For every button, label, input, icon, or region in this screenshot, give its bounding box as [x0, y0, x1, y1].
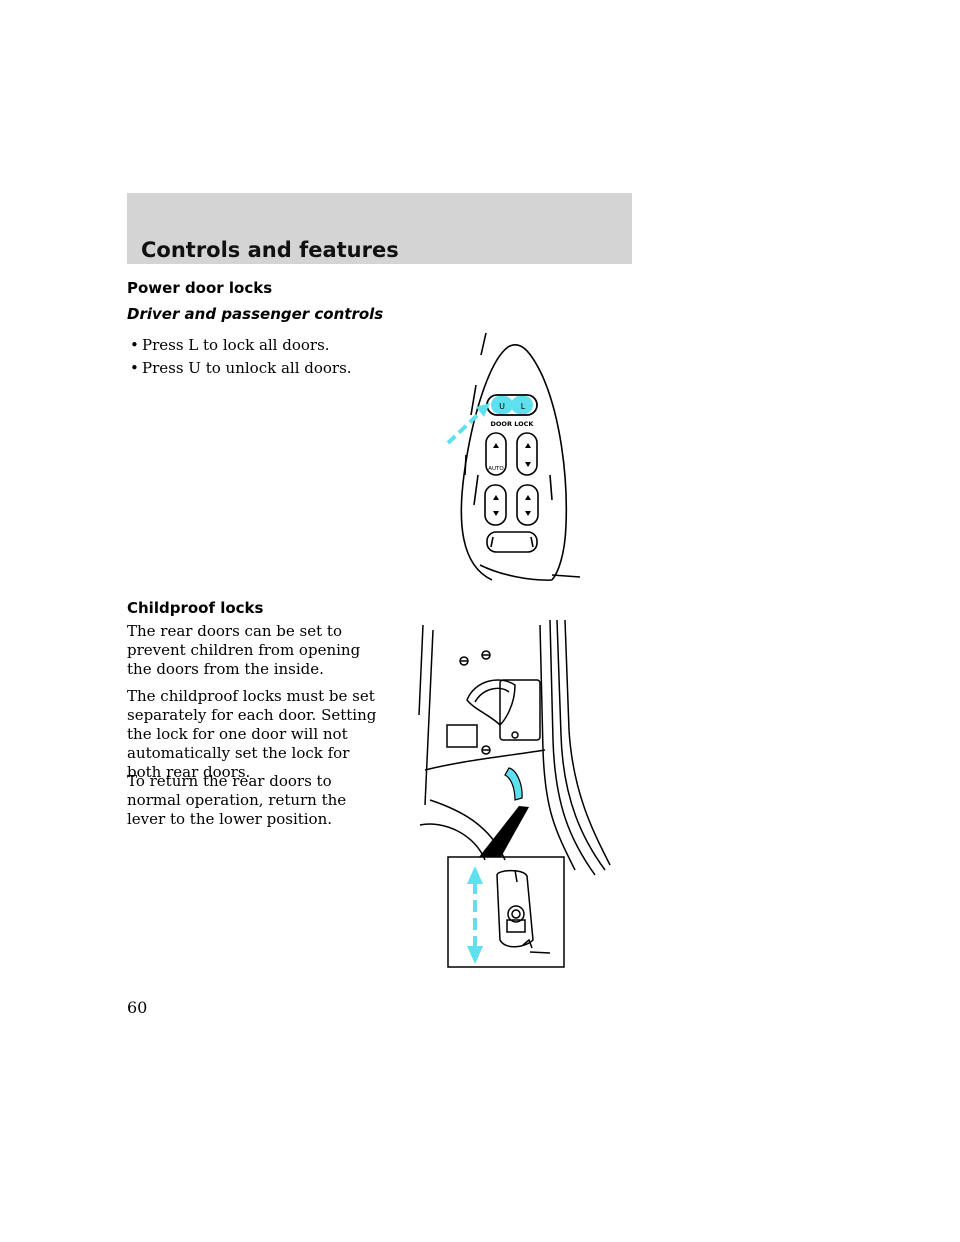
bullet-dot-icon: •	[130, 336, 139, 354]
power-locks-bullet-list: •Press L to lock all doors. •Press U to …	[130, 334, 352, 380]
switch-lock-label: L	[521, 402, 526, 411]
childproof-paragraph-1: The rear doors can be set to prevent chi…	[127, 622, 361, 678]
childproof-paragraph-2: The childproof locks must be set separat…	[127, 687, 377, 781]
switch-unlock-label: U	[499, 402, 505, 411]
page-number: 60	[127, 998, 148, 1017]
header-band: Controls and features	[127, 193, 632, 264]
cyan-pointer-arrow-icon	[446, 403, 490, 445]
auto-label: AUTO	[488, 466, 504, 472]
power-door-locks-heading: Power door locks	[127, 279, 273, 297]
childproof-locks-heading: Childproof locks	[127, 599, 264, 617]
bullet-text: Press U to unlock all doors.	[142, 359, 352, 377]
door-lock-switch-figure: U L DOOR LOCK AUTO	[446, 332, 581, 581]
bullet-text: Press L to lock all doors.	[142, 336, 330, 354]
door-lock-caption: DOOR LOCK	[491, 420, 535, 428]
bullet-dot-icon: •	[130, 359, 139, 377]
list-item: •Press U to unlock all doors.	[130, 357, 352, 380]
childproof-lock-figure	[418, 619, 611, 968]
list-item: •Press L to lock all doors.	[130, 334, 352, 357]
section-title: Controls and features	[141, 238, 399, 262]
childproof-paragraph-3: To return the rear doors to normal opera…	[127, 772, 347, 828]
driver-passenger-controls-subheading: Driver and passenger controls	[127, 305, 384, 323]
double-headed-arrow-icon	[467, 866, 483, 964]
